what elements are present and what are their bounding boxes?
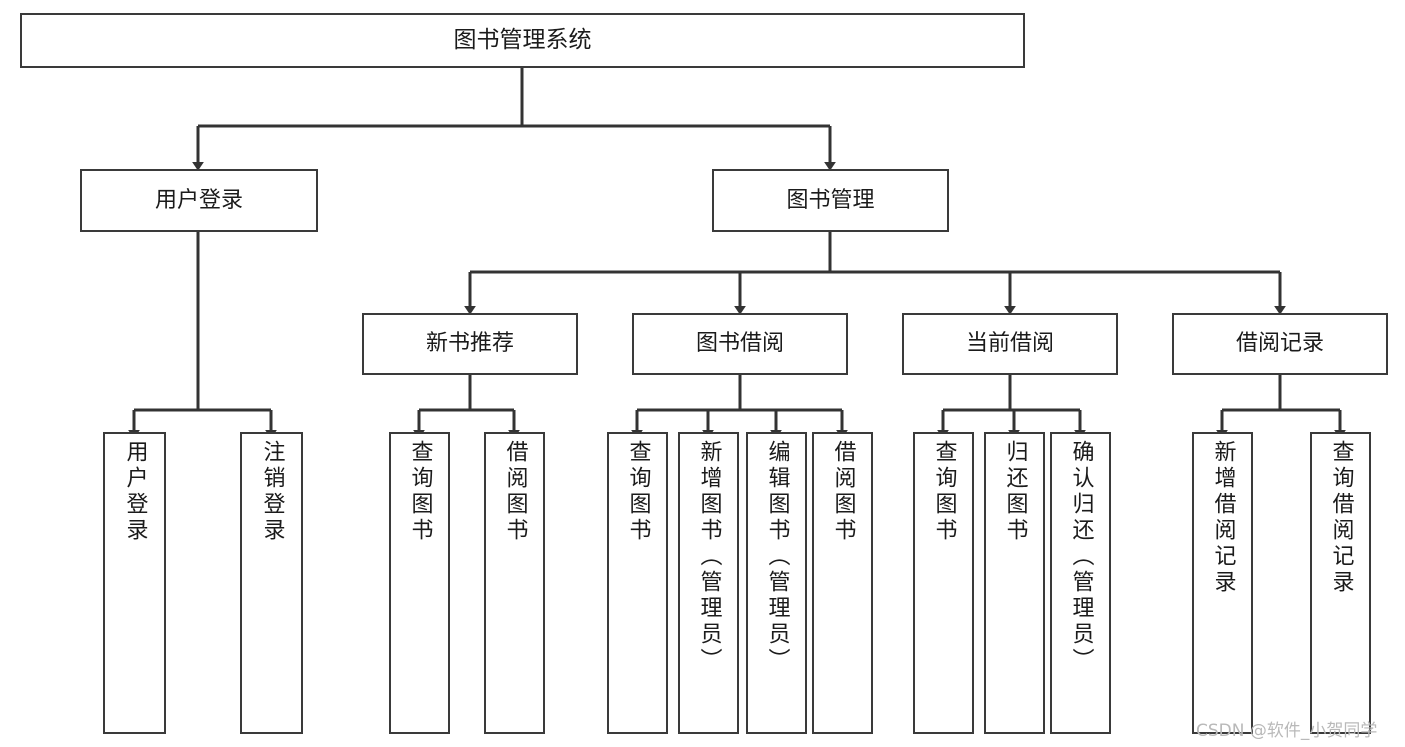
node-leaf-query-record[interactable]: 查询借阅记录: [1310, 432, 1371, 734]
node-root[interactable]: 图书管理系统: [20, 13, 1025, 68]
node-leaf-return-book[interactable]: 归还图书: [984, 432, 1045, 734]
node-leaf-logout-login-label: 注销登录: [259, 440, 285, 544]
node-leaf-add-record-label: 新增借阅记录: [1210, 440, 1236, 596]
node-leaf-borrow-book-1-label: 借阅图书: [502, 440, 528, 544]
node-book-manage-label: 图书管理: [786, 187, 875, 213]
node-leaf-query-book-2-label: 查询图书: [625, 440, 651, 544]
node-new-book-rec[interactable]: 新书推荐: [362, 313, 578, 375]
node-leaf-borrow-book-2-label: 借阅图书: [830, 440, 856, 544]
node-leaf-borrow-book-2[interactable]: 借阅图书: [812, 432, 873, 734]
node-leaf-confirm-return[interactable]: 确认归还（管理员）: [1050, 432, 1111, 734]
node-leaf-add-book-label: 新增图书（管理员）: [696, 440, 722, 674]
node-leaf-edit-book-label: 编辑图书（管理员）: [764, 440, 790, 674]
node-current-borrow-label: 当前借阅: [965, 331, 1054, 357]
node-borrow-record[interactable]: 借阅记录: [1172, 313, 1388, 375]
csdn-watermark: CSDN @软件_小贺同学: [1196, 721, 1378, 741]
node-leaf-query-record-label: 查询借阅记录: [1328, 440, 1354, 596]
node-book-borrow-label: 图书借阅: [695, 331, 784, 357]
node-new-book-rec-label: 新书推荐: [425, 331, 514, 357]
node-leaf-logout-login[interactable]: 注销登录: [240, 432, 303, 734]
node-leaf-add-book[interactable]: 新增图书（管理员）: [678, 432, 739, 734]
node-leaf-query-book-3-label: 查询图书: [931, 440, 957, 544]
node-leaf-edit-book[interactable]: 编辑图书（管理员）: [746, 432, 807, 734]
node-leaf-query-book-3[interactable]: 查询图书: [913, 432, 974, 734]
node-user-login[interactable]: 用户登录: [80, 169, 318, 232]
node-user-login-label: 用户登录: [154, 187, 243, 213]
node-leaf-query-book-1-label: 查询图书: [407, 440, 433, 544]
node-leaf-add-record[interactable]: 新增借阅记录: [1192, 432, 1253, 734]
node-borrow-record-label: 借阅记录: [1235, 331, 1324, 357]
node-book-borrow[interactable]: 图书借阅: [632, 313, 848, 375]
node-leaf-return-book-label: 归还图书: [1002, 440, 1028, 544]
node-current-borrow[interactable]: 当前借阅: [902, 313, 1118, 375]
node-leaf-confirm-return-label: 确认归还（管理员）: [1068, 440, 1094, 674]
node-leaf-query-book-2[interactable]: 查询图书: [607, 432, 668, 734]
node-leaf-query-book-1[interactable]: 查询图书: [389, 432, 450, 734]
node-book-manage[interactable]: 图书管理: [712, 169, 949, 232]
node-leaf-user-login-label: 用户登录: [122, 440, 148, 544]
node-leaf-user-login[interactable]: 用户登录: [103, 432, 166, 734]
node-leaf-borrow-book-1[interactable]: 借阅图书: [484, 432, 545, 734]
node-root-label: 图书管理系统: [453, 26, 592, 53]
